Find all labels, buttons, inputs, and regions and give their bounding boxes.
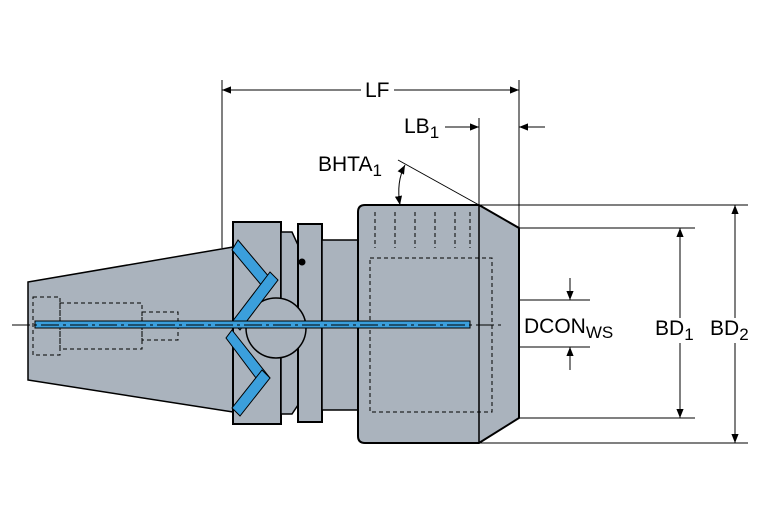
bhta-label: BHTA1 (318, 153, 382, 180)
bd2-label: BD2 (708, 317, 751, 344)
lf-label: LF (361, 80, 394, 101)
bhta-angle-arc (394, 164, 406, 206)
bhta-reference-line (397, 159, 480, 206)
dcon-label: DCONWS (524, 315, 614, 342)
bd1-label: BD1 (653, 317, 696, 344)
extension-lines (221, 80, 748, 444)
locating-dot (298, 258, 306, 266)
lb-label: LB1 (404, 115, 440, 142)
taper-shank (27, 246, 234, 413)
